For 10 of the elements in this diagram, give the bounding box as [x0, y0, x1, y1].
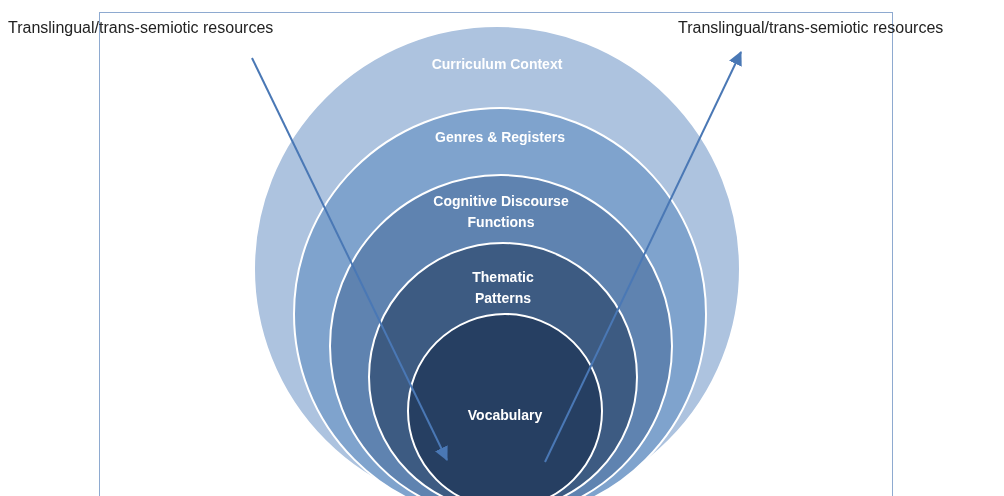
layer-label: Curriculum Context — [430, 55, 564, 74]
circle-layer — [407, 313, 603, 496]
resource-label: Translingual/trans-semiotic resources — [8, 19, 274, 37]
layer-label: Cognitive Discourse Functions — [432, 192, 570, 232]
resource-label: Translingual/trans-semiotic resources — [678, 19, 944, 37]
layer-label: Thematic Patterns — [471, 268, 535, 308]
layer-label: Genres & Registers — [434, 128, 566, 147]
arrow — [544, 51, 742, 463]
arrow — [251, 57, 448, 461]
layer-label: Vocabulary — [466, 406, 544, 425]
